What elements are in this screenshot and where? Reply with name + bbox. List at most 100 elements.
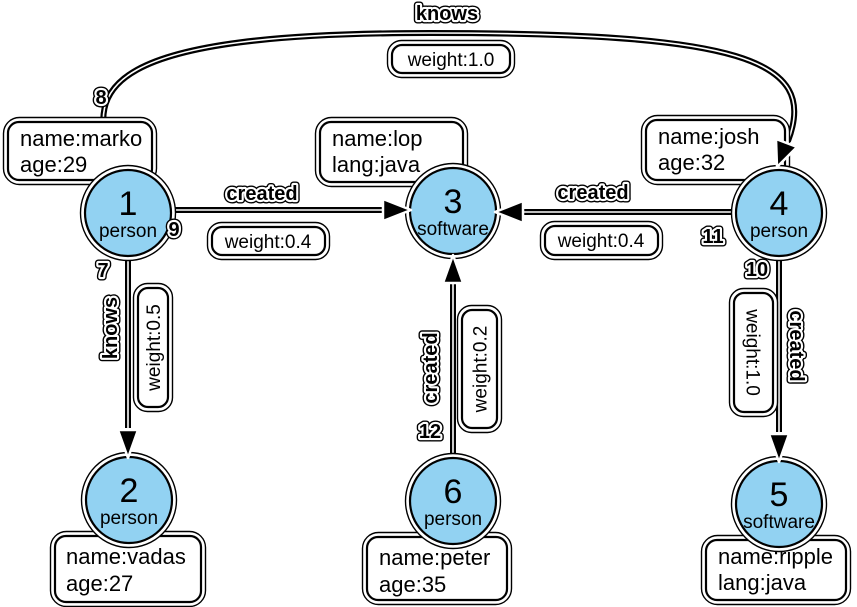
weight-12-text: weight:0.2 xyxy=(471,326,492,414)
node-3-id: 3 xyxy=(444,183,463,221)
vadas-age: age:27 xyxy=(66,571,133,596)
property-box-josh: name:josh age:32 xyxy=(640,114,791,186)
edge-7-id-number: 7 xyxy=(97,260,108,282)
weight-box-knows-1-4: weight:1.0 xyxy=(386,39,516,79)
josh-name: name:josh xyxy=(658,124,760,149)
edge-8-id-outline: 8 xyxy=(95,87,106,109)
node-6: 6 person xyxy=(404,452,502,550)
node-1-circle xyxy=(83,168,173,258)
weight-10-text: weight:1.0 xyxy=(742,308,763,396)
ripple-lang: lang:java xyxy=(718,570,807,595)
node-4-circle xyxy=(734,168,824,258)
edge-8-arrowhead xyxy=(774,137,799,169)
edge-9-id: 9 9 xyxy=(165,216,183,245)
node-2: 2 person xyxy=(80,451,178,549)
edge-10-id-outline: 10 xyxy=(746,259,768,281)
node-4-type: person xyxy=(750,221,808,242)
edge-12-id: 12 12 xyxy=(415,418,444,447)
property-box-lop: name:lop lang:java xyxy=(314,116,469,188)
weight-10-box xyxy=(732,291,775,414)
edge-8-label-knows: knows knows xyxy=(412,0,481,29)
edge-10-id-number: 10 xyxy=(746,259,768,281)
edge-7-id: 7 7 xyxy=(94,257,112,286)
edge-11-arrowhead xyxy=(493,199,525,225)
edge-8-core xyxy=(102,32,796,175)
edge-12-id-number: 12 xyxy=(419,421,441,443)
edge-11-label-created: created created xyxy=(554,179,632,208)
lop-lang: lang:java xyxy=(332,152,421,177)
edge-8-label: knows xyxy=(416,3,478,25)
node-3-type: software xyxy=(417,219,489,240)
weight-11-text: weight:0.4 xyxy=(557,231,645,252)
node-3: 3 software xyxy=(404,162,502,260)
lop-name: name:lop xyxy=(332,126,423,151)
edge-8-id-number: 8 xyxy=(95,87,106,109)
edge-12-label: created xyxy=(420,332,442,403)
edge-9-id-number: 9 xyxy=(168,219,179,241)
node-5-type: software xyxy=(743,512,815,533)
edge-7-label: knows xyxy=(100,297,122,359)
peter-age: age:35 xyxy=(379,572,446,597)
weight-12-box xyxy=(460,308,499,430)
edge-9-label: created xyxy=(226,183,297,205)
edge-10-label-created: created created xyxy=(782,307,811,385)
edge-11-label: created xyxy=(557,182,628,204)
node-1: 1 person xyxy=(79,164,177,262)
josh-age: age:32 xyxy=(658,150,725,175)
edge-10-id: 10 10 xyxy=(742,256,771,285)
peter-name: name:peter xyxy=(379,545,490,570)
node-6-type: person xyxy=(424,509,482,530)
node-1-id: 1 xyxy=(119,185,138,223)
marko-age: age:29 xyxy=(20,152,87,177)
marko-name: name:marko xyxy=(20,126,142,151)
node-5: 5 software xyxy=(730,455,828,553)
edge-12-label-created: created created xyxy=(417,329,446,407)
edge-12-arrowhead xyxy=(441,253,465,285)
node-5-id: 5 xyxy=(770,476,789,514)
edge-8-id: 8 8 xyxy=(92,84,110,113)
weight-8-text: weight:1.0 xyxy=(407,50,495,71)
edge-10-label: created xyxy=(785,310,807,381)
edge-12-id-outline: 12 xyxy=(419,421,441,443)
lop-box xyxy=(318,120,465,184)
edge-10-arrowhead xyxy=(767,432,791,464)
edge-11-id-outline: 11 xyxy=(702,226,723,248)
weight-box-created-4-3: weight:0.4 xyxy=(539,220,664,261)
edge-9-label-outline: created xyxy=(226,183,297,205)
edge-7-arrowhead xyxy=(116,428,140,460)
edge-9-id-outline: 9 xyxy=(168,219,179,241)
edge-7-label-outline: knows xyxy=(100,297,122,359)
edge-9-arrowhead xyxy=(381,197,413,223)
weight-box-created-1-3: weight:0.4 xyxy=(206,221,331,261)
node-1-type: person xyxy=(99,221,157,242)
edge-11-label-outline: created xyxy=(557,182,628,204)
edge-12-label-outline: created xyxy=(420,332,442,403)
edge-10-label-outline: created xyxy=(785,310,807,381)
weight-box-created-6-3: weight:0.2 xyxy=(456,304,503,434)
marko-box xyxy=(6,120,154,182)
weight-9-text: weight:0.4 xyxy=(224,232,312,253)
weight-8-box xyxy=(390,43,512,75)
property-box-vadas: name:vadas age:27 xyxy=(49,530,207,607)
node-4: 4 person xyxy=(730,164,828,262)
vadas-name: name:vadas xyxy=(66,544,186,569)
weight-7-text: weight:0.5 xyxy=(144,304,165,392)
node-6-id: 6 xyxy=(444,473,463,511)
edge-7-label-knows: knows knows xyxy=(97,293,126,362)
property-box-marko: name:marko age:29 xyxy=(2,116,158,186)
edge-8-label-outline: knows xyxy=(416,3,478,25)
edge-7-id-outline: 7 xyxy=(97,260,108,282)
node-6-circle xyxy=(408,456,498,546)
weight-9-box xyxy=(210,225,327,257)
edge-knows-1-4 xyxy=(98,27,800,177)
weight-11-box xyxy=(543,224,660,257)
node-2-id: 2 xyxy=(120,472,139,510)
weight-7-box xyxy=(136,286,170,409)
node-4-id: 4 xyxy=(770,185,789,223)
weight-box-knows-1-2: weight:0.5 xyxy=(132,282,174,413)
edge-9-label-created: created created xyxy=(223,180,301,209)
edge-11-id-number: 11 xyxy=(702,226,723,248)
edge-11-id: 11 11 xyxy=(699,223,727,252)
weight-box-created-4-5: weight:1.0 xyxy=(728,287,779,418)
